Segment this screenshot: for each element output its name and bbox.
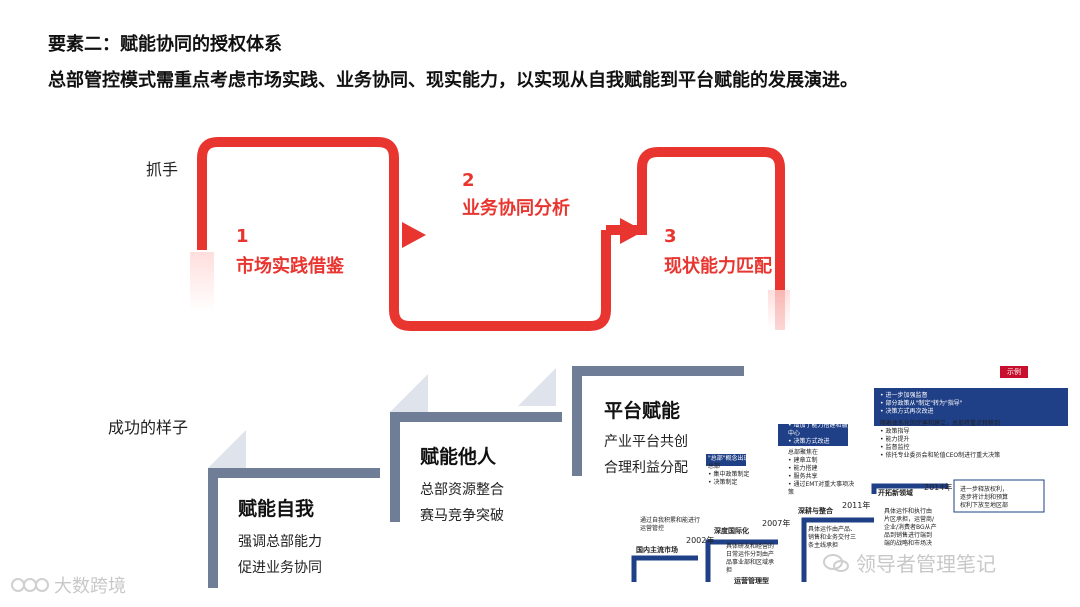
example-badge: 示例	[1000, 366, 1028, 378]
note-2014-head-line: • 进一步加强监督	[880, 392, 928, 399]
note-2011: • 增加了能力搭建和服务 中心 • 决策方式改进 总部聚焦在 • 建章立制 • …	[788, 422, 854, 497]
note-2014-line: • 监督监控	[880, 444, 910, 451]
stair-3-title: 平台赋能	[604, 400, 681, 422]
step-2-label: 业务协同分析	[462, 198, 570, 219]
staircase-graphic	[208, 366, 744, 588]
note-2002-line: 运营管控	[640, 525, 665, 532]
red-arrow-path	[190, 137, 790, 331]
step-3-label: 现状能力匹配	[664, 256, 772, 277]
year-2007: 2007年	[762, 519, 791, 528]
note-2014-line: 随着体系化的完善和建立，总部将重点转移到	[880, 420, 1001, 427]
note-2011-detail-line: 具体运作由产品、	[808, 526, 857, 533]
watermark-left-text: 大数跨境	[54, 576, 126, 597]
watermark-right-text: 领导者管理笔记	[856, 552, 996, 576]
timeline-label-3: 深耕与整合	[798, 507, 833, 515]
note-2014-side: 进一步释放权利， 逐步将计划和预算 权利下放至地区部	[960, 486, 1008, 510]
note-2007-detail-line: 担	[726, 567, 733, 574]
watermark-left: 大数跨境	[10, 572, 126, 598]
step-1-number: 1	[236, 226, 249, 247]
note-2011-detail: 具体运作由产品、 销售和业务交付三 条主线承担	[808, 526, 856, 550]
note-2014-detail-line: 具体运作和执行由	[884, 508, 933, 515]
note-2014-head-line: • 决策方式再次改进	[880, 408, 934, 415]
timeline-label-2: 深度国际化	[714, 527, 749, 535]
note-2014-head-line: • 部分政策从"制定"转为"指导"	[880, 400, 963, 407]
watermark-logo-icon	[11, 578, 49, 592]
note-2014-side-line: 进一步释放权利，	[960, 486, 1009, 493]
example-badge-text: 示例	[1007, 368, 1021, 376]
stair-1-line-2: 促进业务协同	[238, 560, 322, 576]
timeline-label-1: 国内主流市场	[636, 546, 678, 554]
year-2002: 2002年	[686, 536, 715, 545]
wechat-icon	[823, 553, 849, 572]
note-2011-line: • 能力搭建	[788, 465, 818, 472]
page-title: 要素二：赋能协同的授权体系	[48, 34, 282, 55]
note-2011-head-line: 中心	[788, 430, 801, 437]
note-2011-head-line: • 增加了能力搭建和服务	[788, 422, 854, 429]
stair-1-title: 赋能自我	[238, 498, 315, 520]
stair-2-line-2: 赛马竞争突破	[420, 508, 504, 524]
note-2011-detail-line: 条主线承担	[808, 542, 839, 549]
row-label-handle: 抓手	[146, 160, 179, 179]
step-3-number: 3	[664, 226, 677, 247]
stair-1-line-1: 强调总部能力	[238, 534, 322, 550]
note-2014-line: • 能力提升	[880, 436, 910, 443]
year-2011: 2011年	[842, 501, 871, 510]
note-2014-detail-line: 品到销售进行端到	[884, 532, 933, 539]
note-2014: • 进一步加强监督 • 部分政策从"制定"转为"指导" • 决策方式再次改进 随…	[880, 392, 1000, 460]
note-2011-head-line: • 决策方式改进	[788, 438, 830, 445]
note-2007-line: • 集中政策制定	[708, 471, 750, 478]
note-2002: 通过自我积累和能进行 运营管控	[640, 517, 700, 533]
note-2014-detail: 具体运作和执行由 片区承担，运营商/ 企业/消费者BG从产 品到销售进行端到 端…	[884, 508, 937, 548]
note-2014-line: • 政策指导	[880, 428, 910, 435]
ops-label: 运营管理型	[734, 577, 769, 585]
note-2002-line: 通过自我积累和能进行	[640, 517, 701, 524]
year-2014: 2014年	[924, 483, 953, 492]
note-2011-detail-line: 销售和业务交付三	[808, 534, 857, 541]
note-2014-side-line: 权利下放至地区部	[960, 502, 1009, 509]
note-2011-line: • 通过EMT对重大事项决	[788, 481, 855, 488]
note-2011-line: • 服务共享	[788, 473, 818, 480]
stair-3-line-1: 产业平台共创	[604, 434, 688, 450]
note-2014-detail-line: 片区承担，运营商/	[884, 516, 935, 523]
note-2014-detail-line: 端的战略和市场决	[884, 540, 933, 547]
step-1-label: 市场实践借鉴	[236, 256, 344, 277]
timeline-label-4: 开拓新领域	[878, 489, 913, 497]
stair-3-line-2: 合理利益分配	[604, 460, 688, 476]
stair-2-title: 赋能他人	[420, 446, 497, 468]
note-2007-line: • 决策制定	[708, 479, 738, 486]
step-2-number: 2	[462, 170, 475, 191]
note-2007-head: "总部"概念出现	[708, 455, 750, 462]
row-label-success: 成功的样子	[108, 418, 189, 437]
note-2007-detail: 具体研发和经营的 日常运作分到由产 品事业部和区域承 担	[726, 543, 774, 575]
note-2011-line: • 建章立制	[788, 457, 818, 464]
example-staircase	[631, 388, 1068, 582]
note-2007-line: 总部	[708, 463, 721, 470]
note-2007: "总部"概念出现 总部 • 集中政策制定 • 决策制定	[708, 455, 750, 487]
note-2014-detail-line: 企业/消费者BG从产	[884, 524, 937, 531]
note-2014-line: • 依托专业委员会和轮值CEO制进行重大决策	[880, 452, 1001, 459]
stair-2-line-1: 总部资源整合	[420, 482, 504, 498]
note-2007-detail-line: 具体研发和经营的	[726, 543, 775, 550]
note-2014-side-line: 逐步将计划和预算	[960, 494, 1009, 501]
note-2011-line: 策	[788, 489, 795, 496]
page-subtitle: 总部管控模式需重点考虑市场实践、业务协同、现实能力，以实现从自我赋能到平台赋能的…	[48, 70, 858, 91]
note-2007-detail-line: 日常运作分到由产	[726, 551, 775, 558]
watermark-right: 领导者管理笔记	[822, 548, 996, 577]
note-2007-detail-line: 品事业部和区域承	[726, 559, 775, 566]
note-2011-line: 总部聚焦在	[788, 449, 819, 456]
